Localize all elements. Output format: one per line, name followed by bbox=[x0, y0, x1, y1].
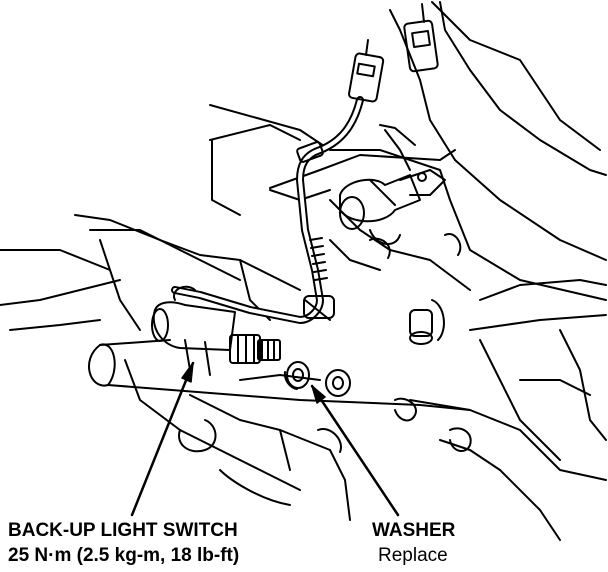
washer-name-label: WASHER bbox=[372, 520, 456, 541]
housing-outline bbox=[209, 1, 607, 541]
switch-name-label: BACK-UP LIGHT SWITCH bbox=[8, 520, 238, 541]
wire-harness bbox=[171, 96, 364, 324]
washer-note-label: Replace bbox=[378, 545, 448, 566]
switch-torque-label: 25 N·m (2.5 kg-m, 18 lb-ft) bbox=[8, 545, 240, 566]
transmission-tube bbox=[88, 339, 472, 521]
switch-leader-arrow bbox=[130, 361, 195, 517]
washer bbox=[283, 361, 310, 390]
right-fittings bbox=[369, 233, 462, 345]
secondary-switch bbox=[339, 124, 446, 245]
washer-leader-arrow bbox=[310, 384, 400, 517]
upper-right-connector bbox=[403, 3, 439, 73]
spare-washer bbox=[325, 369, 351, 397]
upper-connector bbox=[348, 39, 385, 103]
back-up-light-switch bbox=[151, 285, 281, 376]
